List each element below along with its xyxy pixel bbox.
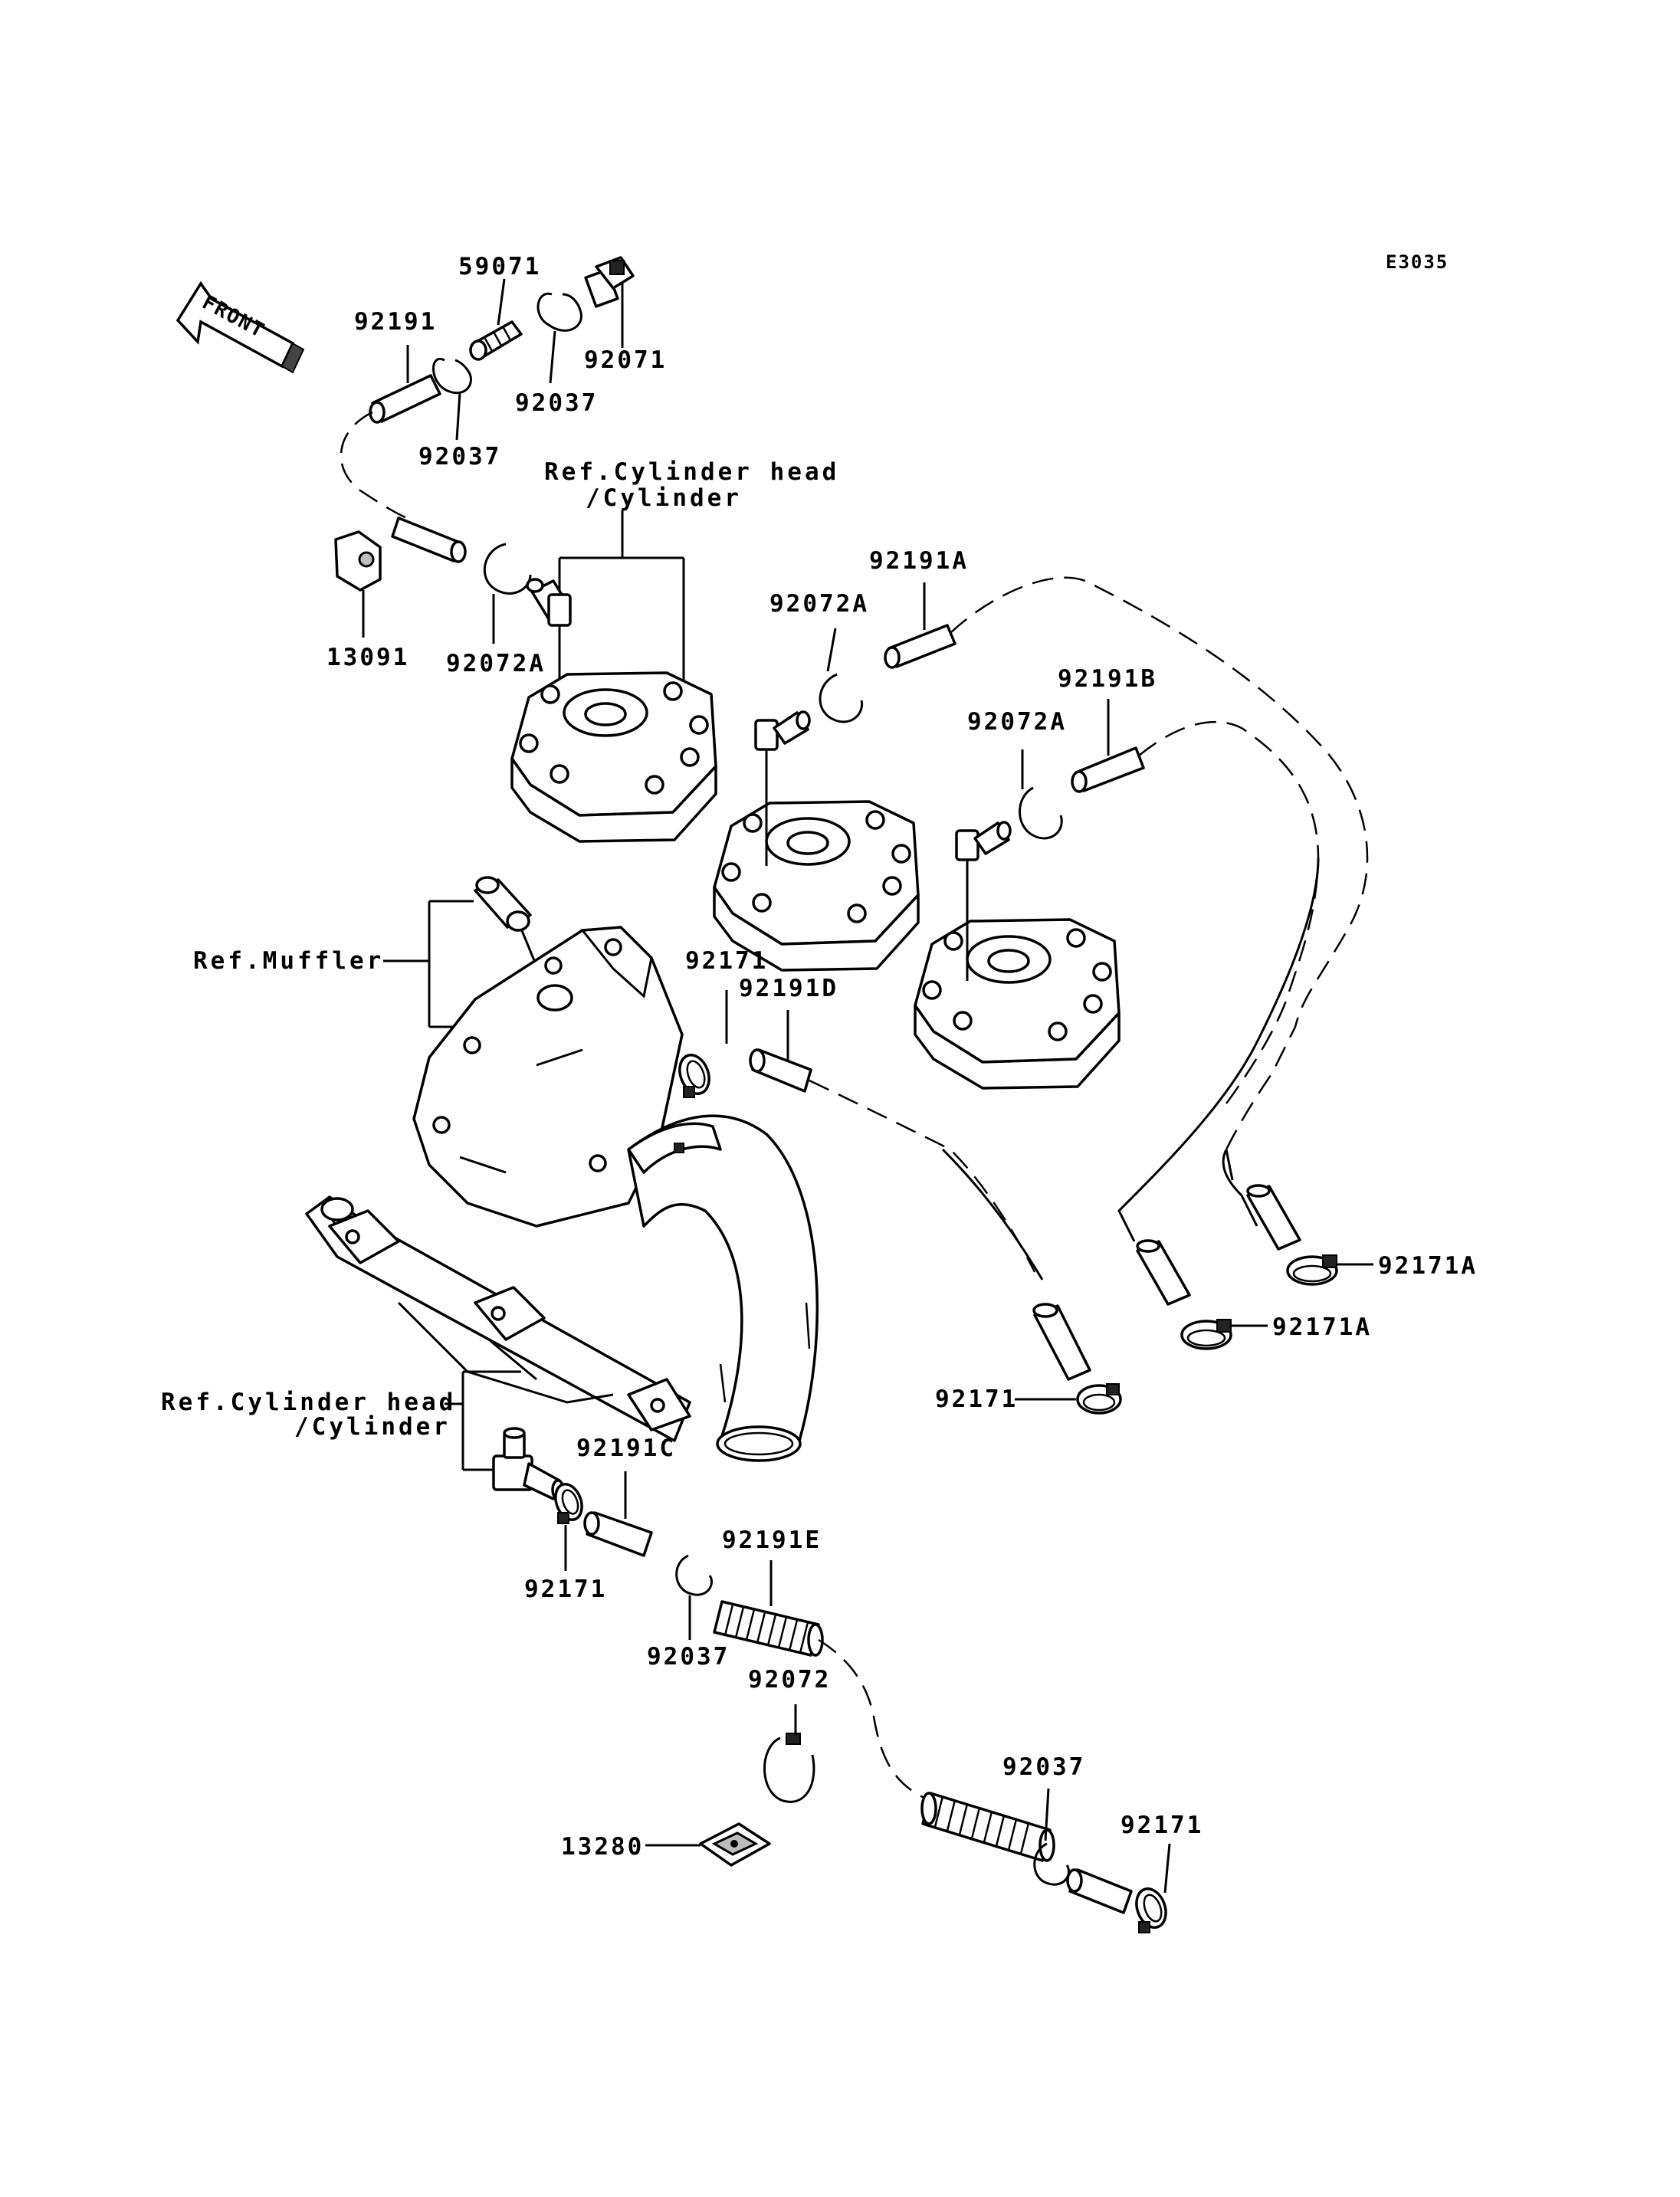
label-59071: 59071: [458, 253, 541, 280]
label-92171A-top: 92171A: [1378, 1252, 1478, 1280]
label-92191D: 92191D: [739, 975, 838, 1002]
muffler-fitting: [474, 876, 532, 932]
elbow-fitting-3: [955, 821, 1012, 861]
label-13091: 13091: [326, 644, 409, 671]
front-arrow-icon: FRONT: [176, 280, 305, 374]
diagram-code: E3035: [1386, 251, 1449, 273]
label-92072A-right: 92072A: [967, 708, 1067, 736]
label-92171-bottom: 92171: [1121, 1812, 1203, 1839]
clip-13091: [334, 530, 382, 592]
label-92191B: 92191B: [1058, 665, 1157, 693]
bolt-59071: [469, 320, 523, 361]
label-92171-right: 92171: [935, 1385, 1018, 1413]
cylinder-head-1: [510, 671, 717, 843]
label-13280: 13280: [561, 1833, 644, 1861]
clamp-92171-right: [1076, 1383, 1122, 1415]
label-92037-top: 92037: [515, 389, 598, 417]
label-92191E: 92191E: [722, 1526, 822, 1554]
hose-92191D: [749, 1048, 812, 1093]
label-92071: 92071: [584, 346, 667, 374]
muffler-body: [412, 926, 684, 1228]
fitting-92071: [584, 256, 635, 308]
clamp-92171-low: [554, 1483, 583, 1524]
exhaust-pipe: [627, 1114, 819, 1462]
hose-corrugated-lower: [920, 1792, 1055, 1862]
label-92037-low: 92037: [647, 1643, 730, 1671]
hose-92191A: [884, 624, 956, 669]
clamp-92171-mid: [678, 1054, 710, 1098]
clamp-92171A-bottom: [1180, 1319, 1232, 1350]
elbow-fitting-1: [526, 578, 572, 627]
label-92072: 92072: [748, 1666, 831, 1694]
ref-muffler: Ref.Muffler: [193, 947, 384, 975]
clip-13280: [699, 1822, 771, 1867]
label-92171-mid: 92171: [685, 947, 768, 975]
label-92072A-mid: 92072A: [769, 590, 869, 618]
ref-cylinder-head-top-2: /Cylinder: [586, 484, 742, 512]
label-92191: 92191: [354, 308, 437, 336]
hose-end-right-upper: [1246, 1184, 1301, 1251]
hose-92191B: [1071, 746, 1145, 793]
label-92171-low: 92171: [524, 1576, 607, 1603]
label-92037-left: 92037: [418, 443, 501, 471]
hose-92191: [369, 374, 441, 424]
cylinder-head-3: [914, 918, 1121, 1090]
clamp-92072: [763, 1733, 815, 1803]
ref-cylinder-head-low-1: Ref.Cylinder head: [161, 1389, 456, 1416]
ref-cylinder-head-top-1: Ref.Cylinder head: [544, 458, 839, 486]
hose-92191C: [583, 1511, 653, 1557]
label-92191C: 92191C: [576, 1435, 676, 1462]
exhaust-manifold: [305, 1195, 691, 1442]
cylinder-head-2: [713, 800, 920, 972]
ref-cylinder-head-low-2: /Cylinder: [294, 1413, 451, 1441]
hose-end-lower: [1032, 1303, 1091, 1381]
label-92072A-left: 92072A: [446, 650, 546, 677]
label-92191A: 92191A: [869, 547, 969, 575]
label-92171A-bottom: 92171A: [1272, 1313, 1372, 1341]
clamp-92171-bottom: [1135, 1887, 1167, 1933]
clamp-92171A-top: [1286, 1254, 1338, 1286]
elbow-fitting-2: [754, 710, 811, 751]
hose-bottom: [1066, 1868, 1133, 1914]
label-92037-bottom: 92037: [1002, 1753, 1085, 1781]
hose-92191-lower: [391, 516, 467, 563]
hose-end-right-lower: [1136, 1239, 1191, 1306]
hose-92191E: [713, 1600, 824, 1657]
tee-fitting: [492, 1427, 565, 1500]
